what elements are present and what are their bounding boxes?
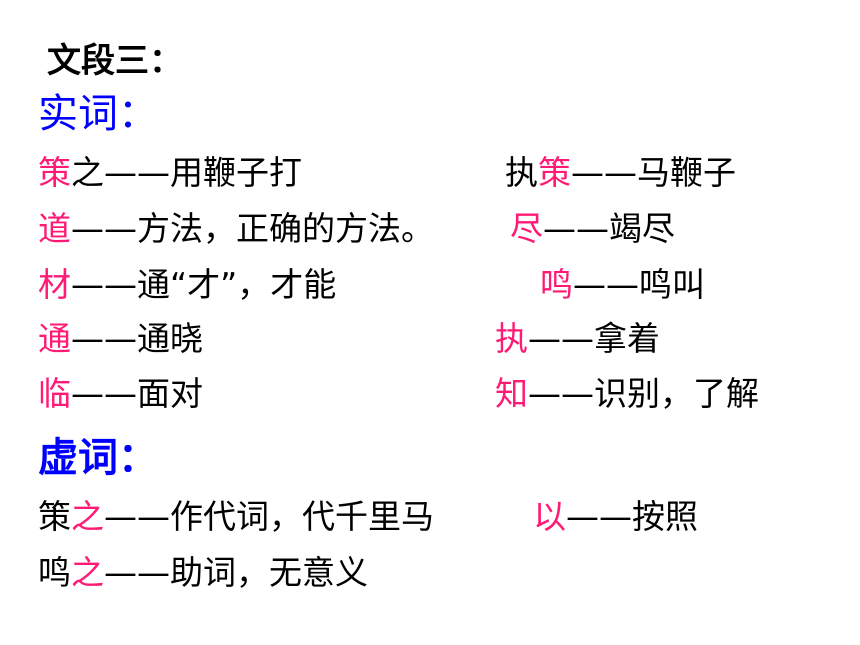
entry-meaning: ——通“才”，才能 bbox=[71, 265, 337, 304]
entry-meaning: ——面对 bbox=[71, 374, 203, 413]
entry-keyword: 材 bbox=[38, 265, 71, 304]
entry-meaning: ——识别，了解 bbox=[528, 374, 759, 413]
entry-meaning: ——竭尽 bbox=[543, 209, 675, 248]
shici-entry: 鸣——鸣叫 bbox=[540, 268, 705, 301]
entry-meaning: ——助词，无意义 bbox=[104, 553, 368, 592]
xuci-entry: 以——按照 bbox=[533, 500, 698, 533]
entry-keyword: 之 bbox=[71, 497, 104, 536]
xuci-heading: 虚词： bbox=[38, 435, 158, 481]
entry-meaning: ——通晓 bbox=[71, 319, 203, 358]
entry-keyword: 尽 bbox=[510, 209, 543, 248]
entry-meaning: ——作代词，代千里马 bbox=[104, 497, 434, 536]
shici-entry: 尽——竭尽 bbox=[510, 212, 675, 245]
entry-keyword: 知 bbox=[495, 374, 528, 413]
entry-keyword: 执 bbox=[495, 319, 528, 358]
entry-keyword: 以 bbox=[533, 497, 566, 536]
shici-entry: 道——方法，正确的方法。 bbox=[38, 212, 434, 245]
entry-meaning: ——方法，正确的方法。 bbox=[71, 209, 434, 248]
xuci-entry: 策之——作代词，代千里马 bbox=[38, 500, 434, 533]
entry-prefix: 策 bbox=[38, 497, 71, 536]
entry-prefix: 执 bbox=[505, 153, 538, 192]
section-title: 文段三： bbox=[47, 41, 183, 81]
xuci-entry: 鸣之——助词，无意义 bbox=[38, 556, 368, 589]
entry-meaning: ——鸣叫 bbox=[573, 265, 705, 304]
shici-entry: 临——面对 bbox=[38, 377, 203, 410]
shici-entry: 知——识别，了解 bbox=[495, 377, 759, 410]
shici-entry: 执策——马鞭子 bbox=[505, 156, 736, 189]
entry-meaning: ——按照 bbox=[566, 497, 698, 536]
entry-keyword: 通 bbox=[38, 319, 71, 358]
shici-entry: 策之——用鞭子打 bbox=[38, 156, 302, 189]
shici-heading: 实词： bbox=[38, 91, 158, 137]
entry-keyword: 策 bbox=[38, 153, 71, 192]
shici-entry: 通——通晓 bbox=[38, 322, 203, 355]
shici-entry: 材——通“才”，才能 bbox=[38, 268, 336, 301]
entry-prefix: 鸣 bbox=[38, 553, 71, 592]
entry-meaning: ——拿着 bbox=[528, 319, 660, 358]
entry-keyword: 临 bbox=[38, 374, 71, 413]
entry-meaning: 之——用鞭子打 bbox=[71, 153, 302, 192]
entry-keyword: 策 bbox=[538, 153, 571, 192]
shici-entry: 执——拿着 bbox=[495, 322, 660, 355]
entry-meaning: ——马鞭子 bbox=[571, 153, 736, 192]
entry-keyword: 鸣 bbox=[540, 265, 573, 304]
entry-keyword: 道 bbox=[38, 209, 71, 248]
entry-keyword: 之 bbox=[71, 553, 104, 592]
